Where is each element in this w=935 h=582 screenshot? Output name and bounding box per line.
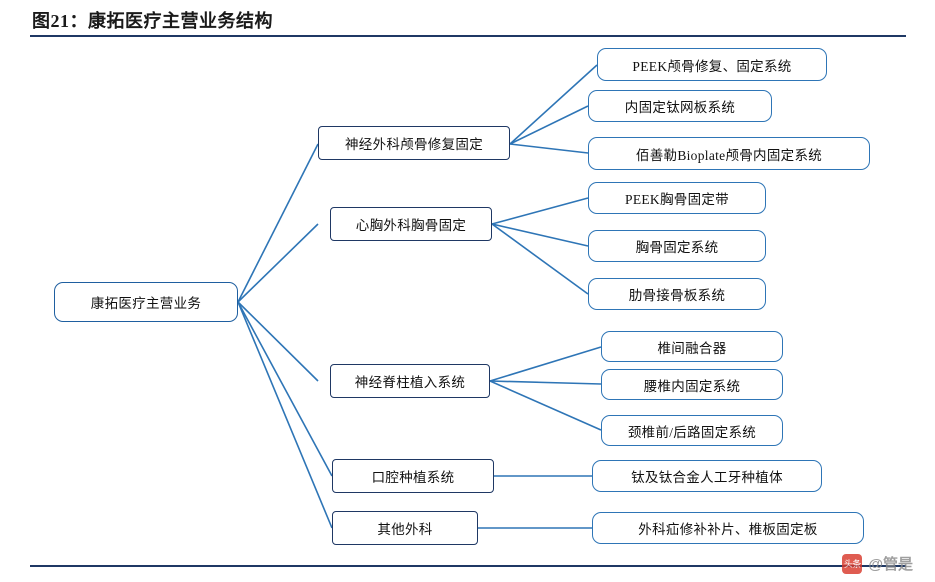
node-leaf-0-2-label: 佰善勒Bioplate颅骨内固定系统 [635, 147, 823, 163]
node-branch-1[interactable]: 心胸外科胸骨固定 [330, 207, 492, 241]
node-leaf-2-1[interactable]: 腰椎内固定系统 [601, 369, 783, 400]
node-leaf-1-1-label: 胸骨固定系统 [635, 240, 719, 255]
node-leaf-0-1[interactable]: 内固定钛网板系统 [588, 90, 772, 122]
node-leaf-1-2[interactable]: 肋骨接骨板系统 [588, 278, 766, 310]
node-branch-3-label: 口腔种植系统 [371, 470, 455, 485]
node-leaf-0-1-label: 内固定钛网板系统 [624, 100, 736, 115]
node-root[interactable]: 康拓医疗主营业务 [54, 282, 238, 322]
figure-title: 图21：康拓医疗主营业务结构 [32, 11, 273, 31]
node-leaf-2-0-label: 椎间融合器 [657, 340, 727, 356]
node-leaf-2-2[interactable]: 颈椎前/后路固定系统 [601, 415, 783, 446]
node-leaf-2-2-label: 颈椎前/后路固定系统 [627, 424, 757, 440]
node-branch-0-label: 神经外科颅骨修复固定 [345, 137, 483, 152]
node-branch-2-label: 神经脊柱植入系统 [354, 375, 466, 390]
node-leaf-1-2-label: 肋骨接骨板系统 [628, 288, 726, 303]
node-leaf-1-0-label: PEEK胸骨固定带 [625, 192, 729, 207]
node-leaf-3-0[interactable]: 钛及钛合金人工牙种植体 [592, 460, 822, 492]
node-leaf-0-2[interactable]: 佰善勒Bioplate颅骨内固定系统 [588, 137, 870, 170]
node-root-label: 康拓医疗主营业务 [90, 296, 202, 311]
node-leaf-0-0-label: PEEK颅骨修复、固定系统 [632, 58, 792, 74]
node-branch-4[interactable]: 其他外科 [332, 511, 478, 545]
node-branch-2[interactable]: 神经脊柱植入系统 [330, 364, 490, 398]
footer-divider [30, 565, 906, 567]
node-branch-1-label: 心胸外科胸骨固定 [355, 218, 467, 233]
node-branch-3[interactable]: 口腔种植系统 [332, 459, 494, 493]
node-leaf-2-1-label: 腰椎内固定系统 [643, 378, 741, 394]
node-leaf-4-0-label: 外科疝修补补片、椎板固定板 [638, 522, 818, 537]
node-leaf-1-0[interactable]: PEEK胸骨固定带 [588, 182, 766, 214]
watermark: 头条 @管是 [842, 553, 913, 574]
node-leaf-4-0[interactable]: 外科疝修补补片、椎板固定板 [592, 512, 864, 544]
header-divider [30, 35, 906, 37]
node-branch-4-label: 其他外科 [377, 522, 433, 537]
toutiao-badge-icon: 头条 [842, 553, 863, 574]
node-leaf-1-1[interactable]: 胸骨固定系统 [588, 230, 766, 262]
watermark-text: @管是 [868, 556, 913, 573]
node-leaf-2-0[interactable]: 椎间融合器 [601, 331, 783, 362]
node-leaf-3-0-label: 钛及钛合金人工牙种植体 [631, 470, 783, 485]
figure-header: 图21：康拓医疗主营业务结构 [0, 0, 935, 36]
node-branch-0[interactable]: 神经外科颅骨修复固定 [318, 126, 510, 160]
node-leaf-0-0[interactable]: PEEK颅骨修复、固定系统 [597, 48, 827, 81]
